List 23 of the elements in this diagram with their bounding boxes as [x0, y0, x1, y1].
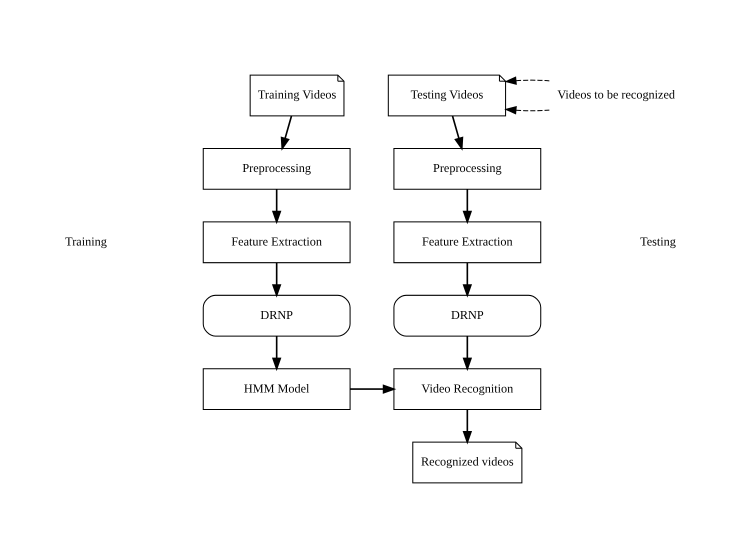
arrow	[462, 262, 472, 298]
arrow	[504, 76, 550, 84]
arrow	[350, 384, 396, 394]
arrow	[272, 262, 282, 298]
node-text: Videos to be recognized	[557, 87, 676, 102]
arrow	[280, 115, 292, 150]
arrow	[272, 336, 282, 371]
node-box: DRNP	[202, 294, 351, 336]
node-box: Feature Extraction	[393, 220, 542, 263]
arrow	[462, 188, 472, 224]
node-box: HMM Model	[202, 368, 351, 410]
node-box: Preprocessing	[202, 147, 351, 190]
arrow	[462, 409, 472, 444]
node-box: Preprocessing	[393, 147, 542, 190]
arrow	[504, 106, 550, 114]
node-box: Feature Extraction	[202, 220, 351, 263]
arrow	[272, 188, 282, 224]
arrow	[452, 115, 464, 150]
node-box: DRNP	[393, 294, 542, 336]
label: Training	[65, 234, 107, 248]
node-box: Video Recognition	[393, 368, 542, 410]
label: Testing	[640, 234, 676, 248]
arrow	[462, 336, 472, 371]
